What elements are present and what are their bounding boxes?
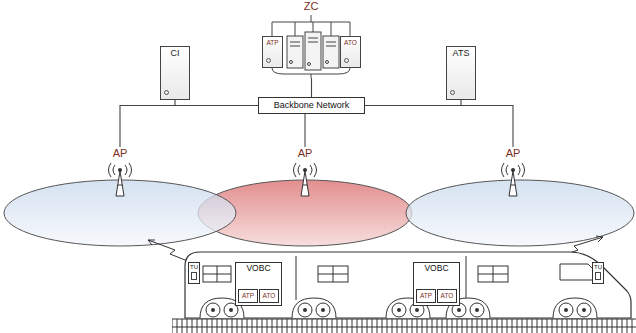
wheel [577, 303, 591, 317]
tu-box: TU [188, 262, 200, 284]
server-slots [290, 38, 336, 46]
node-label: CI [171, 49, 180, 59]
ats-server: ATS [446, 46, 476, 100]
node-label: AP [506, 147, 521, 159]
server-led [290, 61, 293, 64]
wireless-link [148, 240, 190, 262]
bogie [553, 298, 597, 318]
wheel-hubs [211, 308, 586, 312]
hub [229, 308, 233, 312]
node-label: AP [298, 147, 313, 159]
antenna-icon [105, 161, 135, 197]
atp-server: ATP [262, 36, 283, 68]
hub [211, 308, 215, 312]
antenna-tip [511, 168, 515, 172]
node-label: ATS [453, 49, 470, 59]
node-label: ATO [441, 292, 454, 299]
radio-waves [502, 163, 525, 177]
zone-controller-group: ZC ATP ATO [255, 0, 367, 78]
window [318, 266, 348, 282]
network-link [304, 114, 305, 147]
plain-servers [287, 32, 339, 70]
node-label: ATP [420, 292, 432, 299]
node-label: Backbone Network [274, 101, 350, 111]
tu-box: TU [592, 262, 604, 284]
antenna-mast [301, 171, 309, 196]
hub [582, 308, 586, 312]
radio-waves [294, 163, 317, 177]
ato-server: ATO [340, 36, 361, 68]
backbone-network-box: Backbone Network [258, 97, 365, 114]
train-body [185, 252, 631, 318]
node-label: VOBC [424, 264, 448, 273]
wheel [559, 303, 573, 317]
hub [321, 308, 325, 312]
ci-server: CI [160, 46, 190, 100]
wheel [206, 303, 220, 317]
vobc-box: VOBC ATP ATO [235, 262, 282, 306]
window [203, 266, 231, 282]
network-link [175, 100, 258, 106]
access-point: AP [498, 147, 528, 197]
network-link [311, 78, 312, 97]
vobc-atp-box: ATP [416, 289, 436, 303]
wheel [298, 303, 312, 317]
hub [397, 308, 401, 312]
track-ties [172, 319, 636, 333]
antenna-icon [498, 161, 528, 197]
bogie [292, 298, 336, 318]
radio-waves [109, 163, 132, 177]
window-cross [203, 266, 231, 282]
network-link [120, 106, 258, 148]
node-label: ATP [242, 292, 254, 299]
server-icon [323, 36, 339, 68]
vobc-ato-box: ATO [437, 289, 457, 303]
window-cross [318, 266, 348, 282]
node-label: VOBC [246, 264, 270, 273]
window [478, 266, 508, 282]
node-label: TU [594, 264, 602, 271]
antenna-mast [509, 171, 517, 196]
hub [303, 308, 307, 312]
hub [457, 308, 461, 312]
zc-cluster [272, 15, 350, 78]
node-label: ATO [263, 292, 276, 299]
wheel [470, 303, 484, 317]
network-link [365, 100, 461, 106]
server-icon [287, 36, 303, 68]
access-point: AP [105, 147, 135, 197]
vobc-box: VOBC ATP ATO [413, 262, 460, 306]
node-label: AP [113, 147, 128, 159]
server-led [308, 63, 311, 66]
node-label: TU [190, 264, 198, 271]
network-link [365, 106, 513, 148]
rail [172, 327, 636, 328]
node-label: ATP [266, 39, 278, 46]
vobc-ato-box: ATO [259, 289, 279, 303]
hub [564, 308, 568, 312]
antenna-icon [290, 161, 320, 197]
wheel [392, 303, 406, 317]
hub [415, 308, 419, 312]
wheel [316, 303, 330, 317]
hub [475, 308, 479, 312]
node-label: ZC [304, 0, 319, 12]
server-led [326, 61, 329, 64]
node-label: ATO [344, 39, 357, 46]
window-cross [478, 266, 508, 282]
antenna-tip [303, 168, 307, 172]
access-point: AP [290, 147, 320, 197]
vobc-atp-box: ATP [238, 289, 258, 303]
antenna-tip [118, 168, 122, 172]
antenna-mast [116, 171, 124, 196]
